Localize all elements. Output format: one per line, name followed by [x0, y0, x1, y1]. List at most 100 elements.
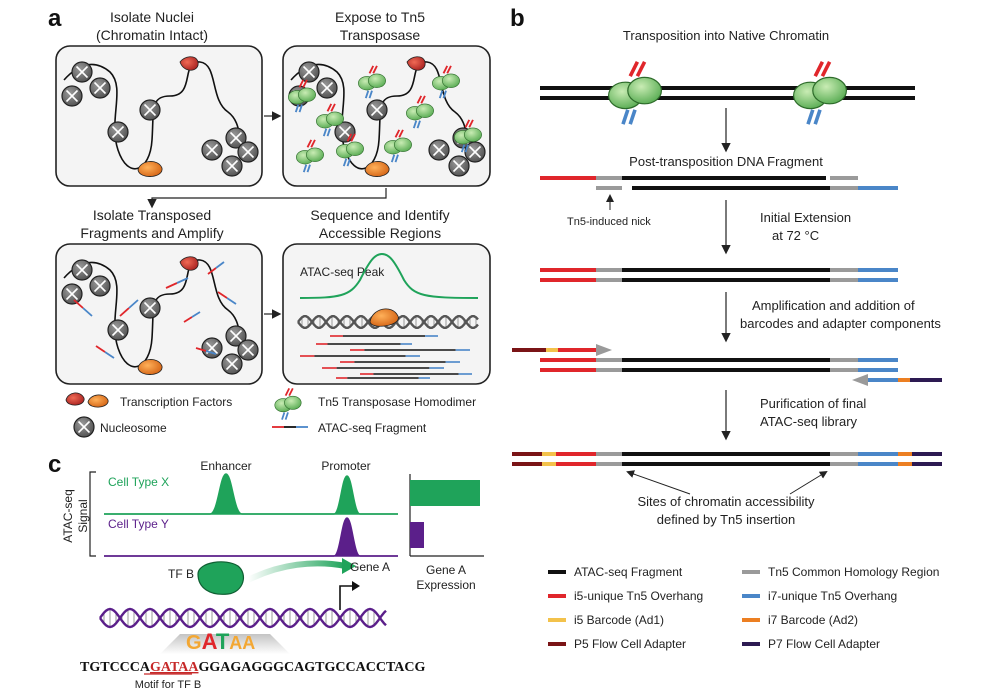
fragment-blue-end [82, 307, 93, 317]
tn5-transposase-left [607, 60, 663, 125]
fragment-blue-end [104, 351, 115, 359]
fragment-red-end [207, 267, 217, 275]
fragment-blue-end [226, 297, 237, 305]
motif-logo-letter: T [216, 629, 230, 654]
tn5-overhang-red-2 [398, 129, 404, 138]
tn5-overhang-blue [438, 90, 444, 99]
tf-b-label: TF B [168, 567, 194, 581]
step2-title-1: Expose to Tn5 [335, 9, 425, 25]
fragment-blue-end [128, 299, 139, 309]
motif-logo: GATAA [186, 629, 255, 654]
step4-title-1: Sequence and Identify [310, 207, 449, 223]
nucleosome-icon [298, 61, 320, 83]
tn5-overhang-blue-2 [298, 104, 303, 113]
sequence-prefix: TGTCCCA [80, 660, 151, 675]
legend-nucleosome: Nucleosome [100, 421, 167, 435]
nucleosome-icon [89, 275, 111, 297]
expression-bar-cell-type-y [410, 522, 424, 548]
nucleosome-cross-b [320, 81, 334, 95]
nick-label: Tn5-induced nick [567, 216, 651, 228]
tn5-overhang-red [442, 65, 449, 74]
expression-label-2: Expression [416, 578, 475, 592]
tn5-transposase [454, 119, 482, 153]
legend-tn5-icon [274, 387, 302, 420]
tn5-overhang-red [813, 60, 825, 78]
tn5-monomer-b [305, 147, 324, 162]
nucleosome-icon [448, 155, 470, 177]
legend-label: P5 Flow Cell Adapter [574, 637, 686, 651]
purification-1: Purification of final [760, 396, 866, 411]
tn5-overhang-red [326, 103, 333, 112]
tn5-overhang-red-2 [350, 133, 356, 142]
amplification-2: barcodes and adapter components [740, 316, 941, 331]
nucleosome-cross-b [229, 131, 243, 145]
tn5-overhang-blue [294, 104, 300, 113]
nucleosome-cross-b [225, 159, 239, 173]
tn5-overhang-blue [322, 128, 328, 137]
nucleosome-icon [428, 139, 450, 161]
expression-bar-cell-type-x [410, 480, 480, 506]
panel-a-label: a [48, 5, 62, 32]
post-transposition-fragment [540, 176, 898, 190]
fragment-red-end [217, 291, 228, 299]
promoter-label: Promoter [321, 459, 370, 473]
tn5-overhang-blue [412, 120, 418, 129]
step4-title-2: Accessible Regions [319, 225, 441, 241]
nucleosomes-3 [61, 259, 259, 375]
initial-extension-1: Initial Extension [760, 210, 851, 225]
expression-label-1: Gene A [426, 563, 466, 577]
sites-arrow-left [626, 470, 691, 495]
tn5-overhang-blue [302, 164, 308, 173]
tn5-overhang-blue [621, 109, 630, 125]
tn5-large-right [792, 60, 848, 125]
nucleosome-icon [61, 283, 83, 305]
nucleosome-icon [221, 353, 243, 375]
tn5-overhang-red-2 [372, 65, 378, 74]
nucleosome-cross-b [65, 89, 79, 103]
nucleosome-icon [139, 297, 161, 319]
y-axis-bracket [89, 471, 96, 557]
nucleosome-cross-b [93, 279, 107, 293]
step1-title-2: (Chromatin Intact) [96, 27, 208, 43]
step1-title-1: Isolate Nuclei [110, 9, 194, 25]
tn5-overhang-red-2 [330, 103, 336, 112]
nucleosome-icon [237, 141, 259, 163]
tn5-overhang-blue-2 [416, 120, 421, 129]
nucleosome-cross-b [77, 420, 91, 434]
legend-tf-orange-icon [87, 394, 109, 408]
tn5-overhang-blue [281, 412, 286, 420]
tn5-overhang-blue-2 [464, 144, 469, 153]
tn5-transposase-right [792, 60, 848, 125]
tn5-overhang-blue [364, 90, 370, 99]
tn5-monomer-b [297, 87, 316, 102]
tn5-overhang-red-2 [635, 60, 647, 78]
reverse-primer-arrow [852, 374, 868, 386]
nucleosome-icon [89, 77, 111, 99]
tn5-transposase [406, 95, 434, 129]
tn5-overhang-red [416, 95, 423, 104]
tn5-transposase [296, 139, 324, 173]
sequence-suffix: GGAGAGGGCAGTGCCACCTACG [199, 660, 426, 675]
forward-primer-arrow [596, 344, 612, 356]
legend-label: i5-unique Tn5 Overhang [574, 589, 703, 603]
tn5-overhang-red [368, 65, 375, 74]
final-library-fragment [512, 452, 942, 466]
nucleosome-cross-b [93, 81, 107, 95]
atac-peak-curve [299, 252, 479, 299]
motif-label: Motif for TF B [135, 679, 201, 691]
tn5-overhang-blue [390, 154, 396, 163]
nucleosome-cross-b [225, 357, 239, 371]
panel-c-label: c [48, 451, 61, 478]
nucleosome-cross-b [75, 263, 89, 277]
sequence-motif: GATAA [150, 660, 199, 675]
nucleosome-icon [71, 61, 93, 83]
nucleosome-icon [71, 259, 93, 281]
nucleosome-cross-b [205, 143, 219, 157]
nucleosome-cross-b [111, 323, 125, 337]
tn5-overhang-red [284, 387, 291, 397]
transcription-factor-orange-2 [364, 161, 390, 177]
nucleosome-cross-b [111, 125, 125, 139]
nucleosome-cross-b [229, 329, 243, 343]
cell-type-y-track [104, 517, 398, 557]
